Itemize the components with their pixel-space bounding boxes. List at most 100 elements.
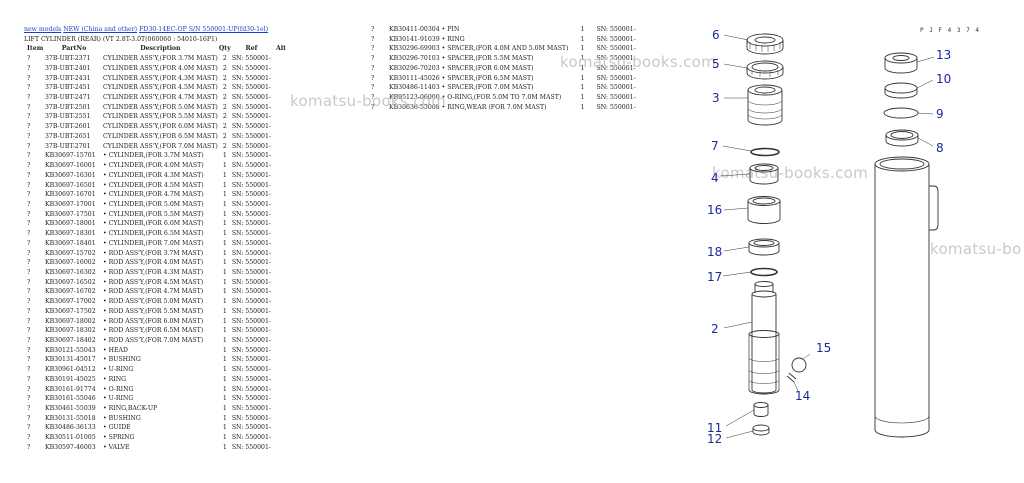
- parts-list-left: new models NEW (China and other) FD30-14…: [24, 25, 314, 453]
- cell-desc: • ROD ASS'Y,(FOR 3.7M MAST): [103, 249, 204, 257]
- cell-qty: 2: [222, 132, 227, 140]
- table-row: ?KB30697-18002• ROD ASS'Y,(FOR 6.0M MAST…: [24, 317, 291, 327]
- cell-ref: SN: 550001-: [231, 239, 272, 247]
- cell-qty: 1: [222, 375, 227, 383]
- cell-ref: SN: 550001-: [231, 259, 272, 267]
- cell-qty: 1: [222, 181, 227, 189]
- cell-part: 37B-UBT-2501: [45, 103, 91, 111]
- part-15-ball: [791, 357, 807, 373]
- cell-alt: [271, 394, 291, 404]
- cell-qty: 1: [222, 317, 227, 325]
- cell-ref: SN: 550001-: [231, 162, 272, 170]
- cell-ref: SN: 550001-: [231, 327, 272, 335]
- cell-part: KB30296-69903 • SPACER,(FOR 4.0M AND 5.0…: [389, 45, 569, 53]
- header-qty: Qty: [218, 45, 231, 53]
- cell-ref: SN: 550001-: [231, 171, 272, 179]
- cell-desc: CYLINDER ASS'Y,(FOR 7.0M MAST): [103, 142, 218, 150]
- breadcrumb-link-new-models[interactable]: new models: [24, 26, 62, 33]
- breadcrumb-link-new-china[interactable]: NEW (China and other): [63, 26, 138, 33]
- cell-ref: SN: 550001-: [231, 152, 272, 160]
- cell-qty: 1: [222, 200, 227, 208]
- table-row: ?KB30636-55008 • RING,WEAR (FOR 7.0M MAS…: [368, 103, 636, 113]
- part-12: [752, 424, 770, 436]
- cell-alt: [271, 181, 291, 191]
- cell-item: ?: [27, 142, 31, 150]
- cell-desc: • RING,BACK-UP: [103, 405, 158, 413]
- table-row: ?KB30697-16301• CYLINDER,(FOR 4.3M MAST)…: [24, 171, 291, 181]
- cell-part: KB30296-70103 • SPACER,(FOR 5.5M MAST): [389, 55, 534, 63]
- cell-alt: [271, 307, 291, 317]
- cell-part: KB30697-17502: [45, 307, 96, 315]
- cell-part: KB30697-18301: [45, 230, 96, 238]
- breadcrumb-link-model[interactable]: FD30-14EC-OP S/N 550001-UP(fd30-1el): [139, 26, 269, 33]
- cell-part: KB30511-01005: [45, 434, 96, 442]
- cell-alt: [271, 142, 291, 152]
- cell-ref: SN: 550001-: [231, 191, 272, 199]
- cell-part: KB30141-91039 • RING: [389, 35, 465, 43]
- cell-part: 37B-UBT-2471: [45, 94, 91, 102]
- callout-17: 17: [707, 270, 723, 284]
- cell-item: ?: [27, 268, 31, 276]
- cell-qty: 2: [222, 64, 227, 72]
- cell-desc: • ROD ASS'Y,(FOR 5.0M MAST): [103, 298, 204, 306]
- cell-ref: SN: 550001-: [231, 337, 272, 344]
- table-row: ?KB30111-45026 • SPACER,(FOR 6.5M MAST)1…: [368, 74, 636, 84]
- cell-part: KB30697-18002: [45, 317, 96, 325]
- cell-desc: • CYLINDER,(FOR 4.3M MAST): [103, 171, 204, 179]
- cell-desc: • CYLINDER,(FOR 6.5M MAST): [103, 230, 204, 238]
- cell-desc: CYLINDER ASS'Y,(FOR 4.5M MAST): [103, 84, 218, 92]
- cell-alt: [271, 151, 291, 161]
- cell-item: ?: [371, 45, 375, 53]
- cell-alt: [271, 326, 291, 336]
- cell-qty: 1: [222, 220, 227, 228]
- cell-part: 37B-UBT-2371: [45, 55, 91, 63]
- cell-qty: 1: [222, 385, 227, 393]
- table-row: ?KB30697-16502• ROD ASS'Y,(FOR 4.5M MAST…: [24, 278, 291, 288]
- cell-qty: 1: [222, 346, 227, 354]
- cell-desc: • BUSHING: [103, 356, 141, 364]
- part-16: [747, 196, 781, 224]
- cell-alt: [271, 278, 291, 288]
- cell-desc: • U-RING: [103, 395, 134, 403]
- cell-ref: SN: 550001-: [596, 64, 636, 72]
- cell-item: ?: [371, 103, 375, 111]
- cell-part: KB30697-18402: [45, 337, 96, 344]
- callout-4: 4: [711, 171, 719, 185]
- part-14-pin: [786, 372, 797, 383]
- cell-desc: • ROD ASS'Y,(FOR 4.0M MAST): [103, 259, 204, 267]
- cell-desc: • ROD ASS'Y,(FOR 4.7M MAST): [103, 288, 204, 296]
- cell-ref: SN: 550001-: [231, 298, 272, 306]
- cell-qty: 2: [222, 74, 227, 82]
- cell-ref: SN: 550001-: [596, 103, 636, 111]
- cell-ref: SN: 550001-: [231, 385, 272, 393]
- cell-qty: 2: [222, 55, 227, 63]
- cell-item: ?: [27, 55, 31, 63]
- part-3-head: [747, 84, 783, 126]
- cell-item: ?: [371, 35, 375, 43]
- cell-part: 37B-UBT-2401: [45, 64, 91, 72]
- cell-qty: 1: [222, 152, 227, 160]
- cell-qty: 1: [580, 55, 585, 63]
- cell-item: ?: [27, 443, 31, 451]
- cell-part: 37B-UBT-2551: [45, 113, 91, 121]
- table-row: ?KB95123-06000 • O-RING,(FOR 5.0M TO 7.0…: [368, 93, 636, 103]
- parts-table-left: Item PartNo Description Qty Ref Alt ?37B…: [24, 44, 291, 452]
- cell-item: ?: [27, 171, 31, 179]
- callout-3: 3: [712, 91, 720, 105]
- cell-qty: 1: [580, 84, 585, 92]
- cell-qty: 2: [222, 142, 227, 150]
- cell-desc: CYLINDER ASS'Y,(FOR 5.5M MAST): [103, 113, 218, 121]
- cell-qty: 1: [222, 210, 227, 218]
- cell-ref: SN: 550001-: [231, 74, 272, 82]
- cell-ref: SN: 550001-: [231, 220, 272, 228]
- cell-desc: • CYLINDER,(FOR 5.0M MAST): [103, 200, 204, 208]
- part-9-ring: [883, 107, 919, 119]
- table-row: ? KB30697-18301 • CYLINDER,(FOR 6.5M MAST)…: [24, 229, 291, 239]
- cell-item: ?: [27, 230, 31, 238]
- cell-ref: SN: 550001-: [231, 113, 272, 121]
